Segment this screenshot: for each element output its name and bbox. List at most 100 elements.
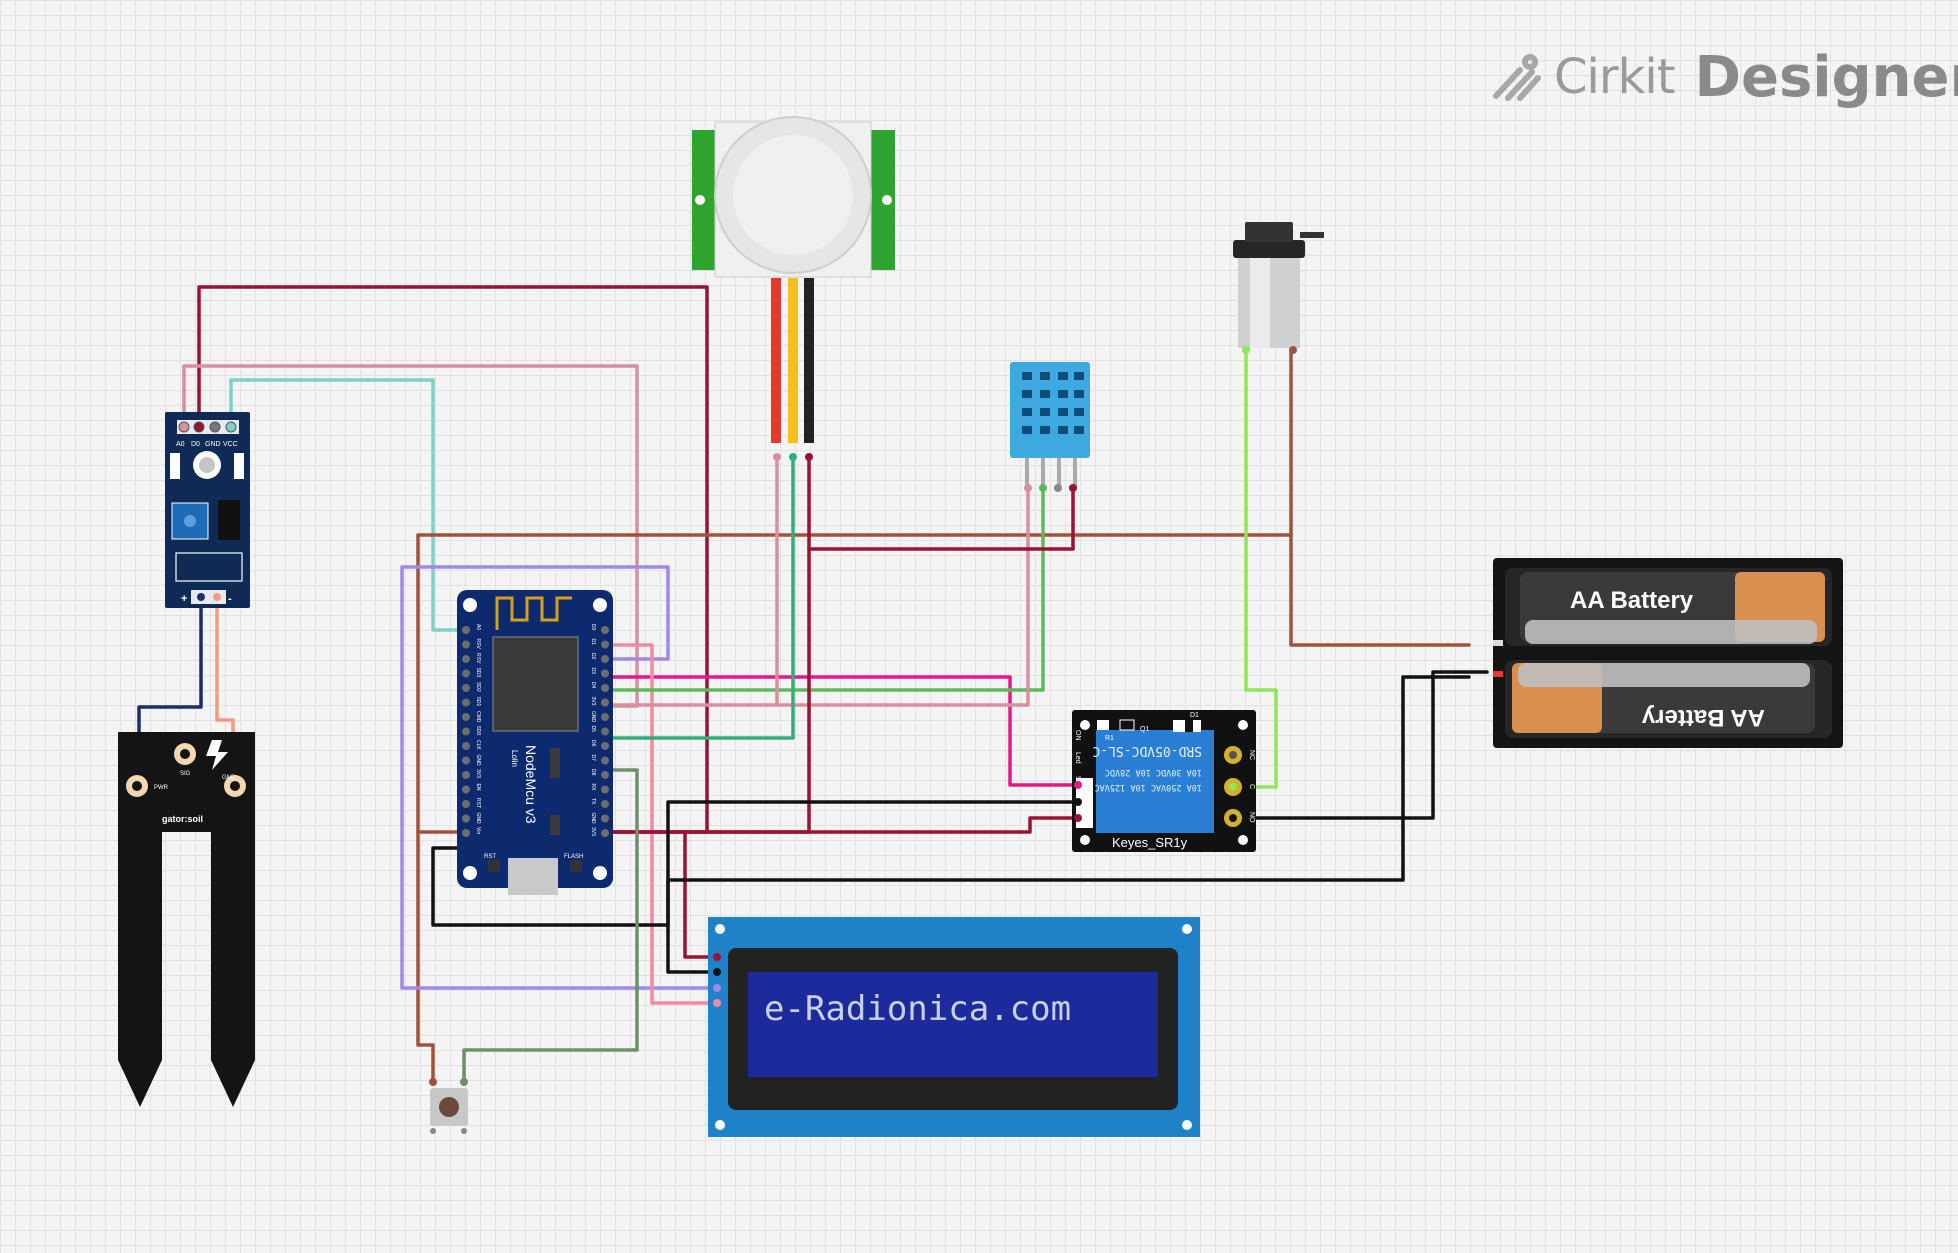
- nodemcu-pin-label-left-3: SD3: [475, 668, 481, 678]
- wire-purple-d2[interactable]: [400, 565, 719, 990]
- nodemcu-pin-left-11[interactable]: [462, 785, 470, 794]
- wire-pink-pir[interactable]: [603, 455, 779, 707]
- cirkit-logo: Cirkit Designer: [1490, 42, 1958, 112]
- wire-teal-d0[interactable]: [229, 378, 465, 632]
- nodemcu-pin-label-left-6: CMD: [475, 711, 481, 723]
- pir-sensor[interactable]: [692, 116, 895, 461]
- nodemcu-pin-right-6[interactable]: [601, 713, 609, 721]
- wire-darkred-lcd[interactable]: [683, 830, 719, 959]
- nodemcu-pin-label-left-7: SD0: [475, 726, 481, 736]
- soil-pin-a0: A0: [176, 441, 185, 448]
- push-button[interactable]: [429, 1078, 468, 1134]
- nodemcu-pin-label-right-8: D6: [590, 740, 596, 747]
- wire-sage-button[interactable]: [462, 768, 639, 1084]
- nodemcu-pin-label-right-13: GND: [590, 813, 596, 825]
- nodemcu-pin-left-6[interactable]: [462, 713, 470, 721]
- wire-darkred-relay[interactable]: [603, 816, 1080, 834]
- nodemcu-pin-right-4[interactable]: [601, 684, 609, 692]
- water-pump[interactable]: [1233, 222, 1324, 354]
- nodemcu-pin-label-left-8: CLK: [475, 740, 481, 750]
- nodemcu-pin-right-9[interactable]: [601, 756, 609, 765]
- cirkit-logo-icon: [1493, 54, 1541, 101]
- battery-holder[interactable]: AA Battery AA Battery: [1493, 558, 1843, 748]
- nodemcu-pin-right-3[interactable]: [601, 669, 609, 678]
- nodemcu-name: NodeMcu v3: [523, 745, 539, 824]
- soil-pin-gnd: GND: [205, 441, 221, 448]
- nodemcu-pin-right-1[interactable]: [601, 640, 609, 649]
- relay-label: Keyes_SR1y: [1112, 835, 1188, 850]
- wire-black-vin[interactable]: [431, 675, 1471, 927]
- nodemcu-pin-right-11[interactable]: [601, 785, 609, 794]
- nodemcu-pin-left-0[interactable]: [462, 626, 470, 634]
- nodemcu-pin-label-right-5: 3V3: [590, 697, 596, 706]
- nodemcu-pin-left-1[interactable]: [462, 640, 470, 649]
- nodemcu-pin-label-right-9: D7: [590, 755, 596, 762]
- wire-brown-gnd[interactable]: [416, 345, 1293, 834]
- probe-sig: SIG: [180, 771, 191, 777]
- nodemcu-vendor: Lolin: [510, 750, 519, 767]
- nodemcu-left-pins: A0RSVRSVSD3SD2SD1CMDSD0CLKGND3V3ENRSTGND…: [462, 624, 481, 837]
- nodemcu-pin-left-9[interactable]: [462, 756, 470, 765]
- lcd-display[interactable]: e-Radionica.com: [708, 917, 1200, 1137]
- nodemcu-pin-label-left-14: Vin: [475, 827, 481, 834]
- nodemcu-pin-left-2[interactable]: [462, 655, 470, 663]
- nodemcu-pin-label-right-0: D0: [590, 624, 596, 631]
- nodemcu-pin-left-4[interactable]: [462, 684, 470, 692]
- soil-probe[interactable]: PWR SIG GND gator:soil: [118, 732, 255, 1107]
- logo-product: Designer: [1694, 44, 1958, 110]
- nodemcu-pin-label-left-11: EN: [475, 784, 481, 791]
- nodemcu-pin-label-left-5: SD1: [475, 697, 481, 707]
- relay-model: SRD-05VDC-SL-C: [1092, 743, 1202, 758]
- nodemcu-pin-label-left-2: RSV: [475, 653, 481, 664]
- wire-pink-dht[interactable]: [775, 486, 1030, 707]
- nodemcu-pin-left-12[interactable]: [462, 800, 470, 808]
- nodemcu-pin-label-left-13: GND: [475, 813, 481, 825]
- probe-pwr: PWR: [154, 785, 169, 791]
- nodemcu-pin-label-left-1: RSV: [475, 639, 481, 650]
- nodemcu-pin-right-2[interactable]: [601, 655, 609, 663]
- nodemcu-pin-left-10[interactable]: [462, 771, 470, 779]
- nodemcu-pin-left-5[interactable]: [462, 698, 470, 707]
- wire-darkred-pir[interactable]: [807, 455, 1075, 551]
- nodemcu-pin-label-right-7: D5: [590, 726, 596, 733]
- relay-q1: Q1: [1140, 726, 1149, 733]
- nodemcu-pin-label-left-9: GND: [475, 755, 481, 767]
- nodemcu-pin-right-10[interactable]: [601, 771, 609, 779]
- nodemcu-pin-left-8[interactable]: [462, 742, 470, 750]
- wire-lime-pump[interactable]: [1231, 348, 1278, 789]
- nodemcu-pin-right-7[interactable]: [601, 727, 609, 736]
- wire-brown-button[interactable]: [416, 830, 435, 1084]
- dht11-sensor[interactable]: [1010, 362, 1090, 492]
- nodemcu-pin-right-12[interactable]: [601, 800, 609, 808]
- wire-brown-battery[interactable]: [1289, 533, 1471, 647]
- nodemcu-pin-right-0[interactable]: [601, 626, 609, 634]
- nodemcu-pin-left-13[interactable]: [462, 814, 470, 823]
- relay-c: C: [1248, 784, 1255, 789]
- soil-pin-d0: D0: [191, 441, 200, 448]
- nodemcu-pin-label-right-1: D1: [590, 639, 596, 646]
- wire-green-dht[interactable]: [603, 486, 1045, 692]
- wire-seagreen-pir[interactable]: [603, 455, 795, 740]
- wire-magenta-d3[interactable]: [603, 675, 1080, 787]
- nodemcu-pin-label-right-4: D4: [590, 682, 596, 689]
- nodemcu-pin-left-14[interactable]: [462, 829, 470, 837]
- nodemcu-pin-right-14[interactable]: [601, 829, 609, 837]
- nodemcu-pin-right-8[interactable]: [601, 742, 609, 750]
- relay-module[interactable]: SRD-05VDC-SL-C 10A 30VDC 10A 28VDC 10A 2…: [1072, 710, 1256, 852]
- wire-salmon-d1[interactable]: [603, 643, 719, 1005]
- nodemcu-pin-left-7[interactable]: [462, 727, 470, 736]
- nodemcu-pin-right-5[interactable]: [601, 698, 609, 707]
- wire-black-relay-no[interactable]: [1231, 670, 1489, 820]
- soil-moisture-module[interactable]: A0 D0 GND VCC + -: [165, 412, 250, 608]
- gator-logo-icon: [206, 740, 228, 770]
- nodemcu-pin-label-right-6: GND: [590, 711, 596, 723]
- relay-rating-2: 10A 30VDC 10A 28VDC: [1105, 767, 1202, 777]
- nodemcu-board[interactable]: RST FLASH NodeMcu v3 Lolin A0RSVRSVSD3SD…: [457, 590, 613, 895]
- nodemcu-pin-left-3[interactable]: [462, 669, 470, 678]
- wire-darkred-vcc[interactable]: [197, 285, 709, 834]
- nodemcu-pin-label-right-14: 3V3: [590, 827, 596, 836]
- nodemcu-pin-label-left-4: SD2: [475, 682, 481, 692]
- nodemcu-pin-right-13[interactable]: [601, 814, 609, 823]
- nodemcu-pin-label-right-2: D2: [590, 653, 596, 660]
